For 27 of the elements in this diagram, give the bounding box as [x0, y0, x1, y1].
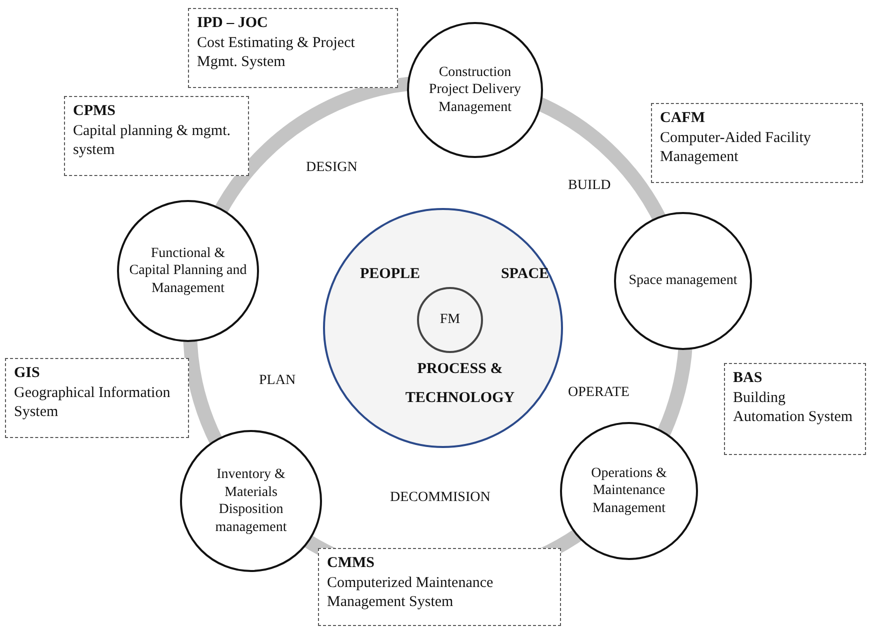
system-description: Computer-Aided Facility Management: [660, 128, 812, 167]
node-label: FM: [440, 312, 460, 328]
system-description: Cost Estimating & Project Mgmt. System: [197, 34, 356, 72]
system-box: [64, 96, 249, 176]
system-acronym: GIS: [14, 364, 41, 383]
system-box: [318, 548, 561, 626]
system-description: Computerized Maintenance Management System: [327, 574, 494, 612]
system-box: [651, 103, 863, 183]
theme-label: PEOPLE: [358, 265, 421, 284]
system-description: Capital planning & mgmt. system: [73, 122, 232, 160]
system-acronym: CMMS: [327, 554, 376, 573]
node-label: Functional & Capital Planning and Management: [129, 244, 247, 298]
node-label: Operations & Maintenance Management: [590, 464, 668, 518]
theme-label: SPACE: [500, 265, 550, 284]
system-acronym: IPD – JOC: [197, 14, 269, 33]
system-acronym: CPMS: [73, 102, 116, 121]
system-acronym: BAS: [733, 369, 764, 388]
system-box: [188, 8, 398, 88]
system-box: [724, 363, 866, 455]
system-description: Geographical Information System: [14, 384, 172, 422]
node-label: Space management: [628, 272, 738, 290]
node-label: Construction Project Delivery Management: [428, 64, 522, 116]
system-description: Building Automation System: [733, 388, 854, 427]
system-box: [5, 358, 189, 438]
theme-label: PROCESS & TECHNOLOGY: [404, 360, 516, 408]
node-label: Inventory & Materials Disposition management: [214, 466, 288, 536]
system-acronym: CAFM: [660, 109, 706, 128]
